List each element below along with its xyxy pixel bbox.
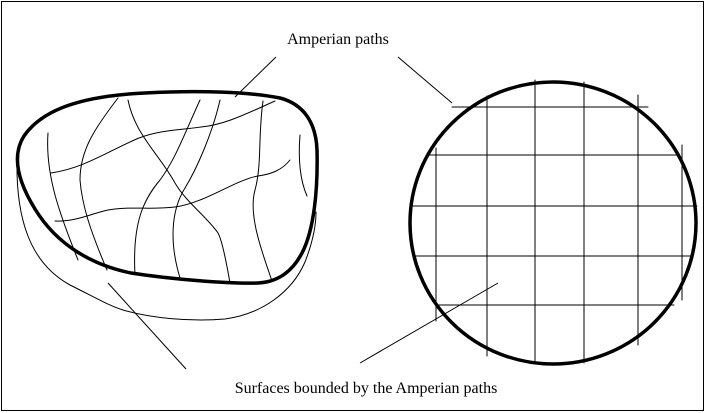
bowl-grid-line — [79, 97, 119, 271]
disk-surface — [408, 79, 698, 366]
bowl-grid-line — [47, 132, 79, 261]
bowl-grid-line — [252, 100, 273, 282]
disk-amperian-circle — [408, 80, 698, 366]
bowl-grid-line — [54, 159, 291, 222]
leader-top-right — [397, 56, 453, 104]
bowl-grid-line — [172, 99, 221, 279]
bowl-amperian-rim — [15, 89, 319, 285]
bowl-surface — [15, 89, 319, 321]
leader-bottom-left — [107, 282, 187, 370]
surfaces-label: Surfaces bounded by the Amperian paths — [235, 380, 498, 397]
bowl-grid-line — [298, 134, 308, 197]
bowl-grid-line — [50, 100, 276, 174]
amperian-paths-label: Amperian paths — [287, 31, 389, 48]
leader-top-left — [234, 56, 277, 98]
bowl-grid-line — [127, 99, 231, 284]
leader-bottom-right — [359, 282, 499, 364]
bowl-grid-line — [134, 99, 201, 276]
leader-lines — [107, 56, 499, 370]
bowl-outer-side — [16, 159, 317, 321]
